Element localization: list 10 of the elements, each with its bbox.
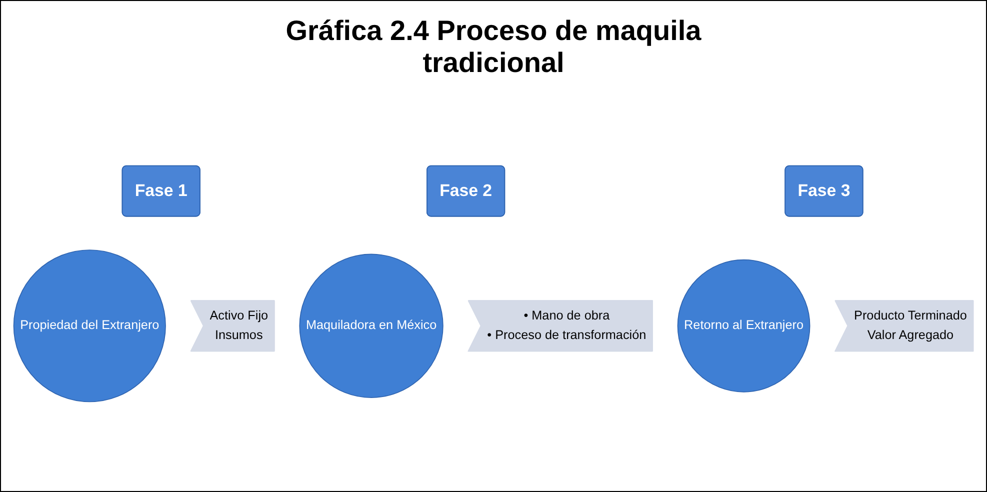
phase-box: Fase 3: [784, 166, 864, 217]
diagram-title: Gráfica 2.4 Proceso de maquila tradicional: [284, 15, 702, 79]
flow-arrow-shape: Activo Fijo Insumos: [190, 300, 275, 352]
stage-circle: Maquiladora en México: [299, 254, 444, 398]
stage-circle: Retorno al Extranjero: [677, 260, 810, 393]
stage-circle: Propiedad del Extranjero: [13, 250, 166, 402]
flow-arrow-shape: Producto Terminado Valor Agregado: [834, 300, 974, 352]
flow-arrow-shape: • Mano de obra • Proceso de transformación: [468, 300, 653, 352]
phase-box: Fase 2: [426, 166, 506, 217]
phase-box: Fase 1: [122, 166, 200, 217]
